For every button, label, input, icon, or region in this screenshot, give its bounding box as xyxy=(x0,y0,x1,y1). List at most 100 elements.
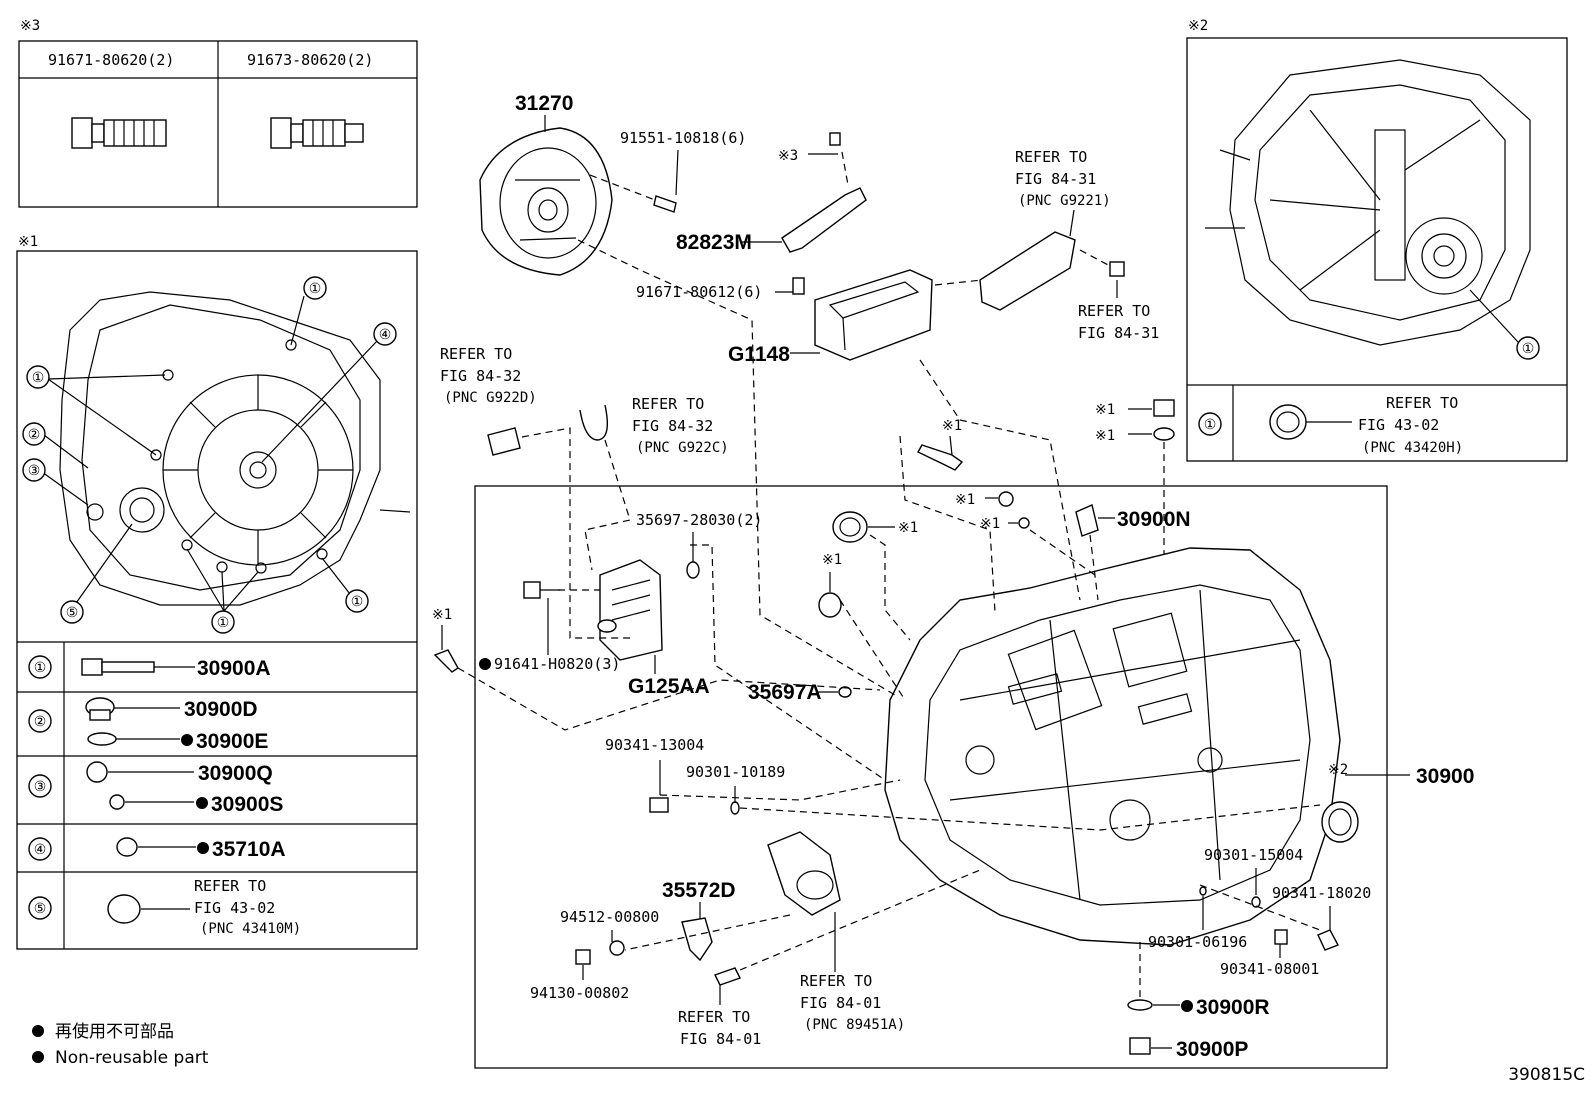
oring-icon xyxy=(1251,896,1261,908)
refer-fig-84-31[interactable]: FIG 84-31 xyxy=(1078,324,1159,342)
refer-fig-84-31[interactable]: FIG 84-31 xyxy=(1015,170,1096,188)
part-35710A[interactable]: 35710A xyxy=(212,838,286,861)
refer-to: REFER TO xyxy=(1078,302,1150,320)
refer-pnc: (PNC G922D) xyxy=(444,390,537,406)
refer-pnc: (PNC G922C) xyxy=(636,440,729,456)
oring-icon xyxy=(1018,517,1030,529)
switch-assembly-drawing xyxy=(767,831,841,916)
plug-icon xyxy=(1317,929,1339,951)
part-35697-28030[interactable]: 35697-28030(2) xyxy=(636,511,762,529)
non-reusable-dot xyxy=(181,734,193,746)
svg-text:③: ③ xyxy=(28,463,41,479)
clutch-cover-drawing xyxy=(479,127,613,276)
refer-fig-84-32[interactable]: FIG 84-32 xyxy=(632,417,713,435)
part-90341-08001[interactable]: 90341-08001 xyxy=(1220,960,1319,978)
part-30900R[interactable]: 30900R xyxy=(1196,996,1270,1019)
box-2 xyxy=(1186,37,1568,462)
nut-icon xyxy=(575,949,591,965)
refer-fig-84-01[interactable]: FIG 84-01 xyxy=(680,1030,761,1048)
part-90301-15004[interactable]: 90301-15004 xyxy=(1204,846,1303,864)
row-2: ② 30900D 30900E xyxy=(28,697,268,753)
part-91671-80612[interactable]: 91671-80612(6) xyxy=(636,283,762,301)
svg-text:②: ② xyxy=(28,427,41,443)
part-90301-10189[interactable]: 90301-10189 xyxy=(686,763,785,781)
part-30900E[interactable]: 30900E xyxy=(196,730,268,753)
svg-text:※1: ※1 xyxy=(822,552,842,568)
part-91673-80620[interactable]: 91673-80620(2) xyxy=(247,51,373,69)
row-5: ⑤ REFER TO FIG 43-02 (PNC 43410M) xyxy=(28,877,301,937)
row-1: ① 30900A xyxy=(28,655,271,680)
part-91551-10818[interactable]: 91551-10818(6) xyxy=(620,129,746,147)
part-30900A[interactable]: 30900A xyxy=(197,657,271,680)
part-30900Q[interactable]: 30900Q xyxy=(198,762,273,785)
refer-to: REFER TO xyxy=(632,395,704,413)
part-90341-18020[interactable]: 90341-18020 xyxy=(1272,884,1371,902)
refer-pnc: (PNC G9221) xyxy=(1018,193,1111,209)
plug-icon xyxy=(1129,1037,1151,1055)
stud-icon xyxy=(792,277,805,295)
part-30900[interactable]: 30900 xyxy=(1416,765,1474,788)
transaxle-housing-drawing xyxy=(59,291,411,606)
refer-fig-84-32[interactable]: FIG 84-32 xyxy=(440,367,521,385)
part-82823M[interactable]: 82823M xyxy=(676,231,752,254)
oring-icon xyxy=(1199,886,1207,896)
part-35697A[interactable]: 35697A xyxy=(748,681,822,704)
part-94130-00802[interactable]: 94130-00802 xyxy=(530,984,629,1002)
plug-icon xyxy=(649,797,669,813)
refer-fig-43-02[interactable]: FIG 43-02 xyxy=(1358,416,1439,434)
part-30900N[interactable]: 30900N xyxy=(1117,508,1191,531)
part-94512-00800[interactable]: 94512-00800 xyxy=(560,908,659,926)
bracket-82823M xyxy=(781,187,867,253)
svg-text:※1: ※1 xyxy=(980,516,1000,532)
part-30900P[interactable]: 30900P xyxy=(1176,1038,1248,1061)
breather-icon xyxy=(1075,504,1099,537)
oring-icon xyxy=(838,686,852,698)
note-mark-2: ※2 xyxy=(1188,18,1208,34)
callout-1: ① xyxy=(303,276,327,300)
svg-text:①: ① xyxy=(34,660,47,676)
refer-fig-43-02[interactable]: FIG 43-02 xyxy=(194,899,275,917)
part-31270[interactable]: 31270 xyxy=(515,92,573,115)
callout-4: ④ xyxy=(373,322,397,346)
part-30900D[interactable]: 30900D xyxy=(184,698,258,721)
refer-fig-84-01[interactable]: FIG 84-01 xyxy=(800,994,881,1012)
refer-to: REFER TO xyxy=(800,972,872,990)
svg-text:①: ① xyxy=(309,281,322,297)
bolt-icon xyxy=(714,967,741,986)
bolt-icon xyxy=(917,444,964,471)
callout-1: ① xyxy=(26,365,50,389)
seal-icon xyxy=(832,511,868,543)
part-90341-13004[interactable]: 90341-13004 xyxy=(605,736,704,754)
bolt-icon xyxy=(1109,261,1125,277)
refer-to: REFER TO xyxy=(1386,394,1458,412)
non-reusable-dot xyxy=(32,1025,44,1037)
non-reusable-dot xyxy=(197,842,209,854)
transaxle-case-main xyxy=(884,547,1341,946)
part-G1148[interactable]: G1148 xyxy=(728,343,790,366)
callout-5: ⑤ xyxy=(60,600,84,624)
svg-text:④: ④ xyxy=(379,327,392,343)
gasket-icon xyxy=(1127,999,1153,1011)
bolt-icon xyxy=(523,581,560,599)
part-35572D[interactable]: 35572D xyxy=(662,879,736,902)
hose-icon xyxy=(579,404,608,441)
cover-plate xyxy=(979,231,1076,311)
part-91671-80620[interactable]: 91671-80620(2) xyxy=(48,51,174,69)
refer-pnc: (PNC 89451A) xyxy=(804,1017,905,1033)
bolt-icon xyxy=(81,658,103,676)
transaxle-case-drawing xyxy=(1205,59,1531,346)
part-G125AA[interactable]: G125AA xyxy=(628,675,710,698)
refer-to: REFER TO xyxy=(1015,148,1087,166)
oring-icon xyxy=(686,561,700,579)
assembly-paths xyxy=(457,239,1321,971)
legend-en: Non-reusable part xyxy=(55,1048,209,1068)
part-30900S[interactable]: 30900S xyxy=(211,793,283,816)
svg-text:①: ① xyxy=(1204,417,1217,433)
part-90301-06196[interactable]: 90301-06196 xyxy=(1148,933,1247,951)
svg-text:※1: ※1 xyxy=(1095,402,1115,418)
legend-jp: 再使用不可部品 xyxy=(55,1021,174,1042)
svg-text:※1: ※1 xyxy=(1095,428,1115,444)
svg-text:※1: ※1 xyxy=(898,520,918,536)
part-91641-H0820[interactable]: 91641-H0820(3) xyxy=(494,655,620,673)
